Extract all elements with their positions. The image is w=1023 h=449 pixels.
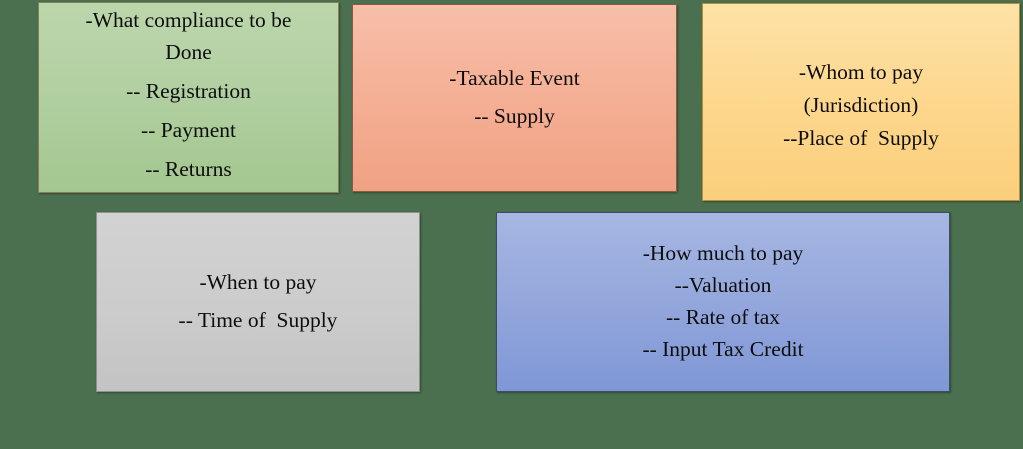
concept-box-taxable-event[interactable]: -Taxable Event -- Supply <box>352 4 677 192</box>
concept-box-compliance[interactable]: -What compliance to be Done -- Registrat… <box>38 2 339 193</box>
concept-box-whom-to-pay-line-3: --Place of Supply <box>783 125 939 150</box>
concept-box-when-to-pay[interactable]: -When to pay -- Time of Supply <box>96 212 420 392</box>
concept-box-whom-to-pay-line-2: (Jurisdiction) <box>803 93 919 118</box>
concept-box-how-much-to-pay-line-1: -How much to pay <box>642 241 804 266</box>
concept-box-compliance-line-5: -- Returns <box>145 156 232 181</box>
concept-box-when-to-pay-line-2: -- Time of Supply <box>178 308 338 332</box>
concept-box-how-much-to-pay-line-3: -- Rate of tax <box>665 305 781 329</box>
concept-box-compliance-line-2: Done <box>165 40 212 65</box>
concept-box-compliance-line-4: -- Payment <box>141 117 236 142</box>
concept-box-compliance-line-3: -- Registration <box>126 79 251 104</box>
concept-box-when-to-pay-line-1: -When to pay <box>199 270 317 295</box>
concept-box-how-much-to-pay-line-4: -- Input Tax Credit <box>642 336 804 361</box>
concept-box-taxable-event-line-1: -Taxable Event <box>449 66 580 91</box>
concept-box-whom-to-pay[interactable]: -Whom to pay (Jurisdiction) --Place of S… <box>702 3 1020 201</box>
concept-box-how-much-to-pay-line-2: --Valuation <box>674 273 772 298</box>
concept-box-how-much-to-pay[interactable]: -How much to pay --Valuation -- Rate of … <box>496 212 950 392</box>
concept-box-compliance-line-1: -What compliance to be <box>85 8 292 33</box>
concept-box-whom-to-pay-line-1: -Whom to pay <box>798 60 924 85</box>
concept-box-taxable-event-line-2: -- Supply <box>474 104 555 128</box>
